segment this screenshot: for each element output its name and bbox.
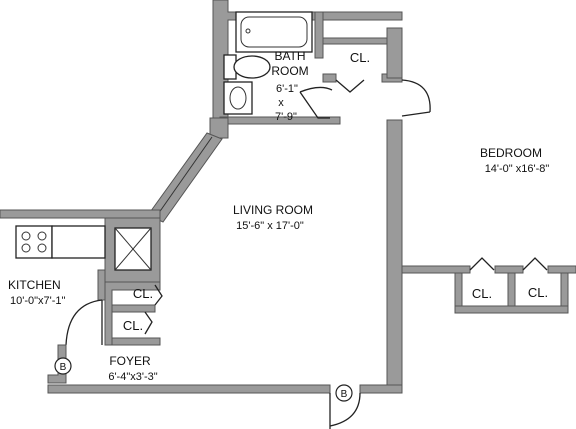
marker-entry: B: [54, 357, 72, 375]
toilet: [223, 54, 271, 80]
closet-label-bedroom-left: CL.: [472, 286, 492, 301]
kitchen-name: KITCHEN: [8, 278, 61, 292]
marker-entry-text: B: [60, 362, 67, 373]
bedroom-door: [401, 79, 431, 117]
bedroom-dims: 14'-0" x16'-8": [485, 163, 550, 175]
bath-dim2: 7'-9": [275, 111, 297, 123]
kitchen-dims: 10'-0"x7'-1": [10, 295, 66, 307]
living-name: LIVING ROOM: [233, 203, 313, 217]
bath-name-line1: BATH: [274, 49, 305, 63]
bath-dim-x: x: [278, 97, 284, 109]
marker-living-text: B: [341, 389, 348, 400]
kitchen-label: KITCHEN 10'-0"x7'-1": [8, 278, 66, 307]
bath-door: [299, 86, 333, 119]
living-right-wall: [386, 27, 403, 394]
bath-name-line2: ROOM: [271, 64, 308, 78]
bath-label: BATH ROOM 6'-1" x 7'-9": [271, 49, 308, 123]
bathtub: [235, 11, 313, 53]
kitchen-door: [65, 269, 106, 346]
foyer-label: FOYER 6'-4"x3'-3": [108, 354, 157, 383]
closet-label-bedroom-right: CL.: [528, 285, 548, 300]
stove: [15, 225, 106, 259]
bedroom-label: BEDROOM 14'-0" x16'-8": [480, 146, 549, 175]
bedroom-name: BEDROOM: [480, 146, 542, 160]
foyer-dims: 6'-4"x3'-3": [108, 371, 157, 383]
foyer-name: FOYER: [109, 354, 151, 368]
closet-label-foyer-lower: CL.: [123, 318, 143, 333]
sink: [223, 81, 253, 115]
bathroom-walls: [209, 0, 403, 139]
living-label: LIVING ROOM 15'-6" x 17'-0": [233, 203, 313, 232]
closet-label-bath: CL.: [350, 50, 370, 65]
foyer-closets: [104, 281, 163, 346]
living-dims: 15'-6" x 17'-0": [236, 220, 304, 232]
bath-dim1: 6'-1": [276, 83, 298, 95]
angled-wall: [147, 132, 223, 223]
closet-label-foyer-upper: CL.: [133, 286, 153, 301]
bedroom-bottom-wall: [401, 257, 576, 314]
kitchen-top-wall: [0, 209, 161, 283]
marker-living: B: [335, 384, 353, 402]
